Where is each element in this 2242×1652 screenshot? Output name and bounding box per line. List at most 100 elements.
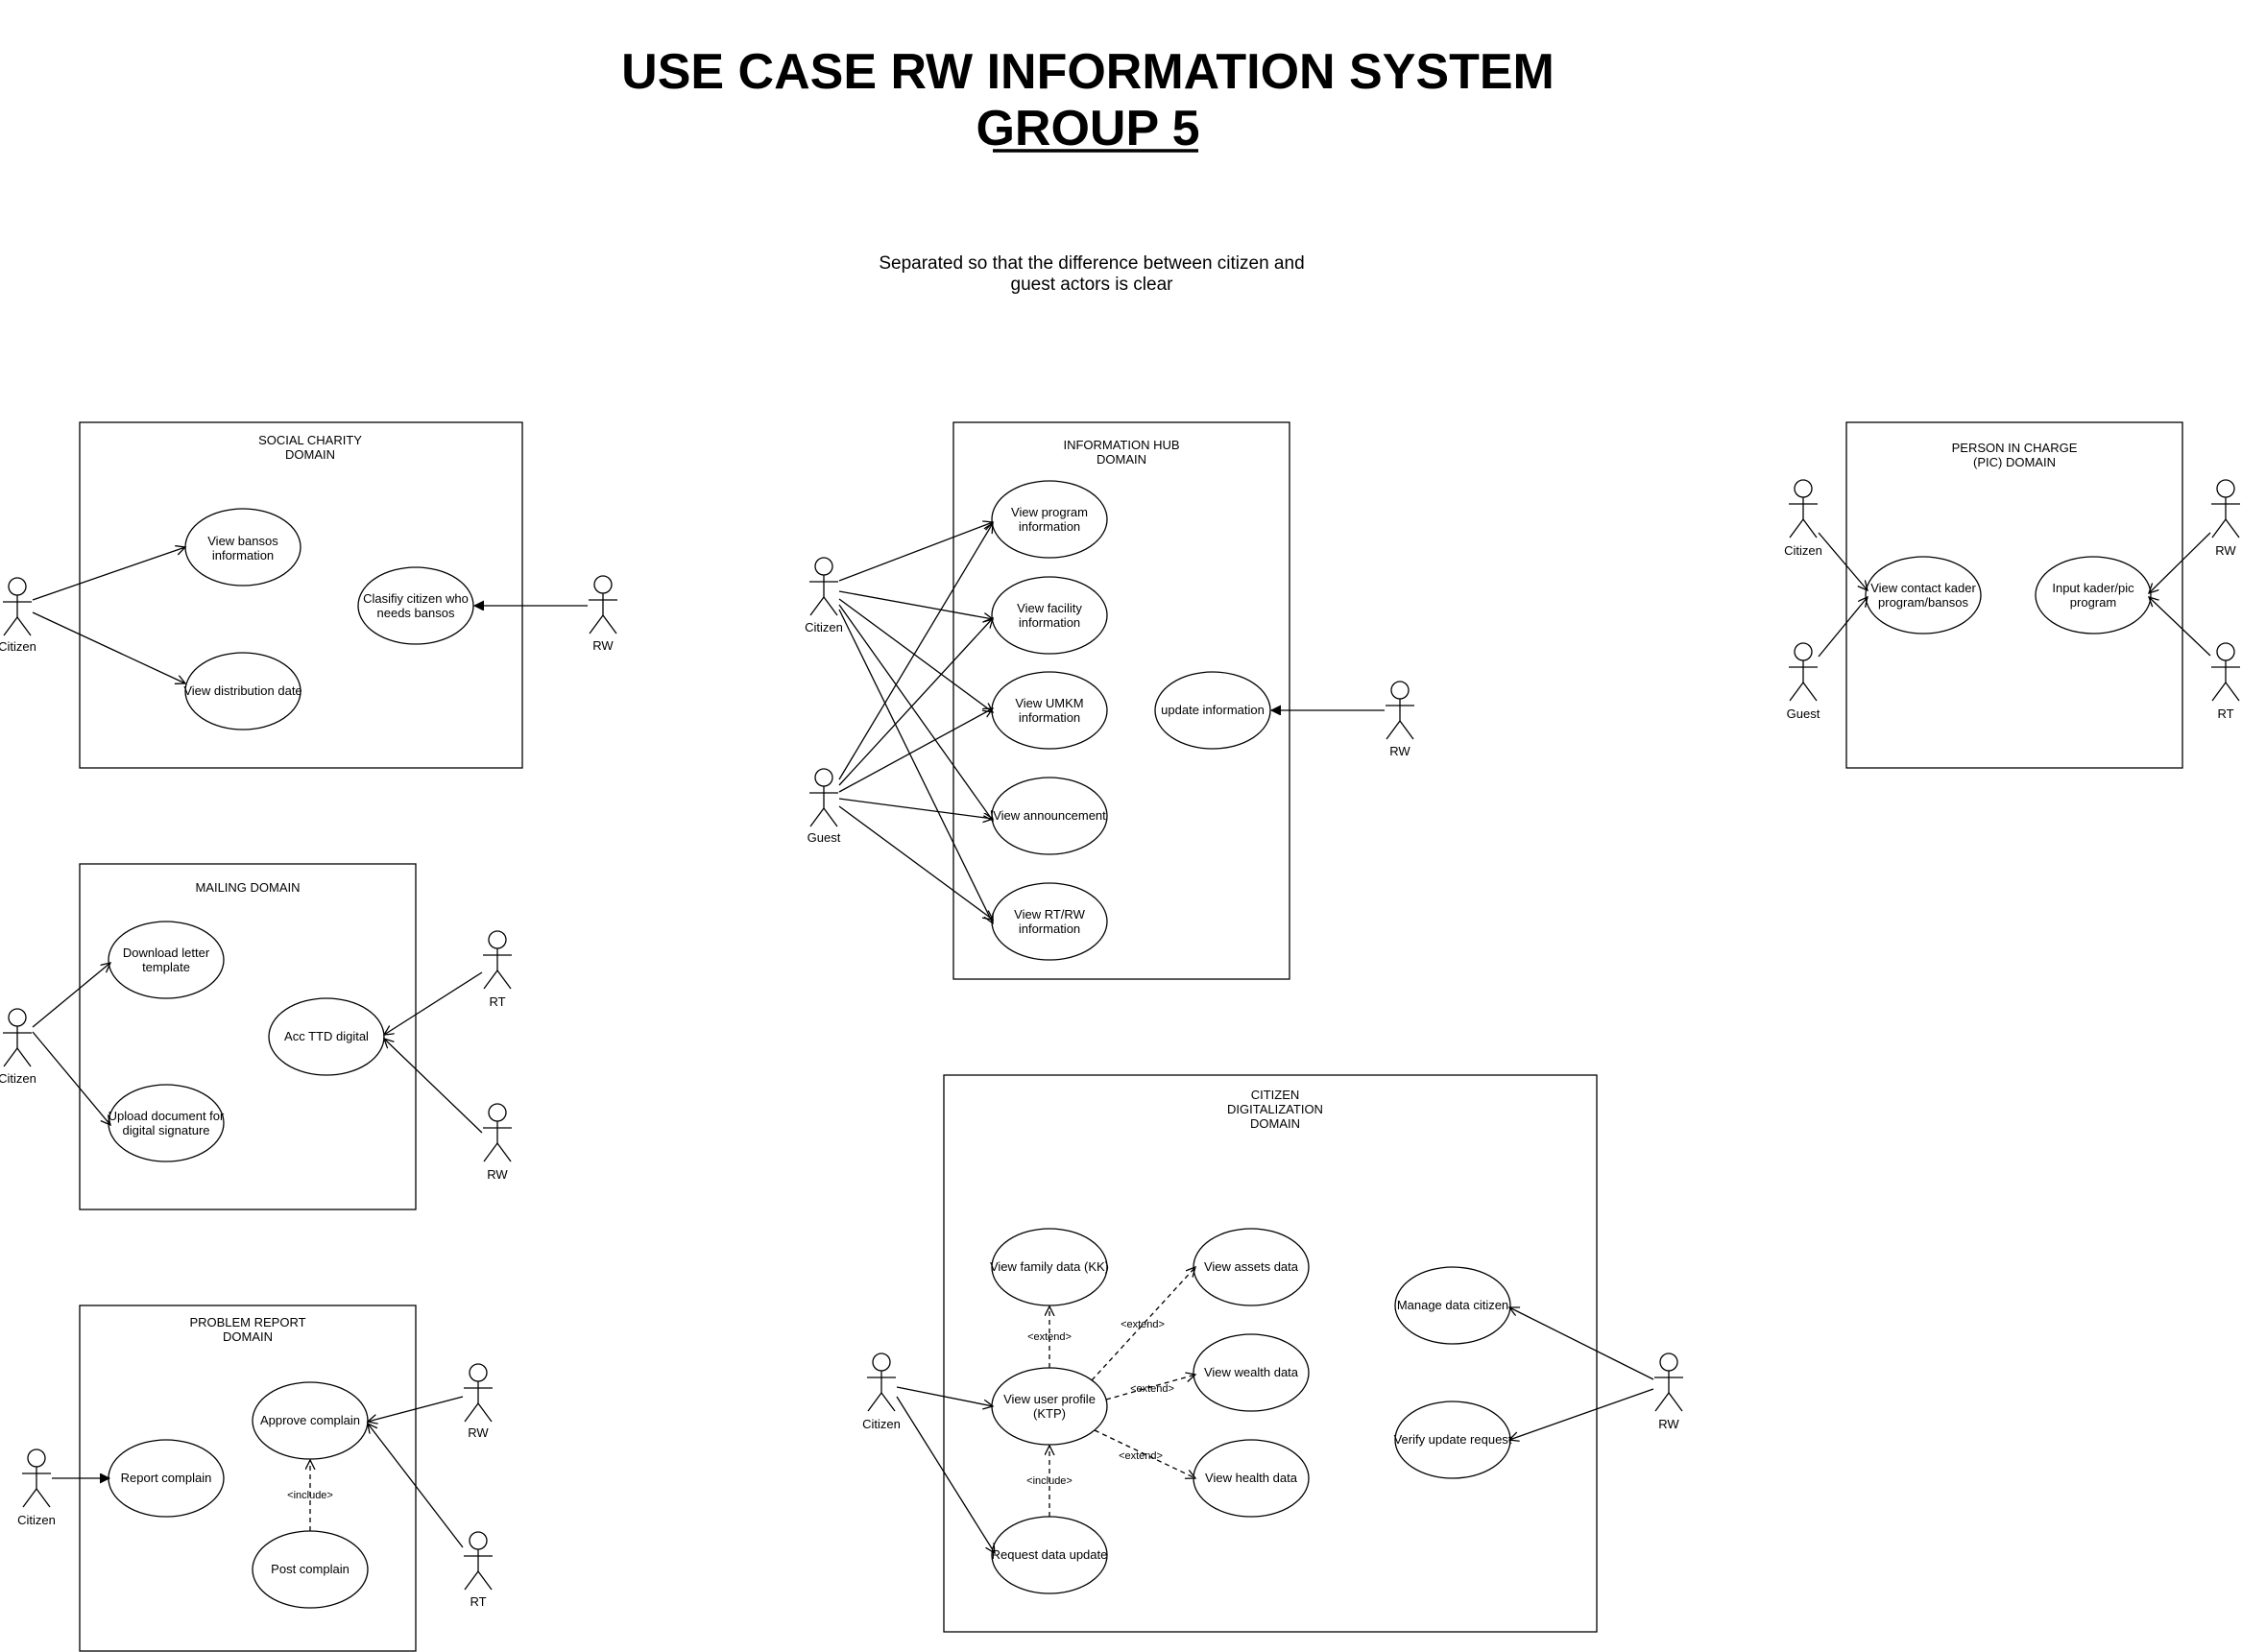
use-case-view-umkm-information[interactable]: View UMKM information [991, 671, 1108, 750]
domain-title: (PIC) DOMAIN [1973, 455, 2056, 469]
svg-text:View facility: View facility [1017, 601, 1082, 615]
association-edge [838, 618, 993, 786]
domain-title: DIGITALIZATION [1227, 1102, 1323, 1116]
svg-text:Guest: Guest [808, 830, 841, 845]
association-edge [32, 547, 185, 601]
association-edge [1818, 532, 1868, 590]
use-case-report-complain[interactable]: Report complain [108, 1439, 225, 1518]
actor-citizen: Citizen [862, 1353, 901, 1431]
svg-text:program: program [2070, 595, 2116, 610]
extend-label: <extend> [1027, 1331, 1072, 1343]
svg-text:View wealth data: View wealth data [1204, 1365, 1299, 1379]
svg-text:template: template [142, 960, 190, 974]
svg-text:RW: RW [592, 638, 614, 653]
actor-rt: RT [2211, 642, 2240, 721]
domain-title: PERSON IN CHARGE [1952, 441, 2078, 455]
svg-text:RW: RW [1658, 1417, 1679, 1431]
association-edge [838, 604, 993, 821]
svg-text:RT: RT [470, 1594, 486, 1609]
use-case-view-health-data[interactable]: View health data [1193, 1439, 1310, 1518]
svg-text:View RT/RW: View RT/RW [1014, 907, 1085, 922]
svg-text:RT: RT [489, 994, 505, 1009]
use-case-upload-document[interactable]: Upload document for digital signature [108, 1084, 225, 1162]
domain-title: MAILING DOMAIN [195, 880, 300, 895]
actor-rw: RW [2211, 479, 2240, 558]
association-edge [838, 798, 993, 819]
domain-title: DOMAIN [1250, 1116, 1300, 1131]
association-edge [838, 598, 993, 712]
use-case-approve-complain[interactable]: Approve complain [252, 1381, 369, 1460]
use-case-verify-update-request[interactable]: Verify update request [1394, 1401, 1512, 1479]
use-case-view-wealth-data[interactable]: View wealth data [1193, 1333, 1310, 1412]
extend-label: <extend> [1121, 1319, 1165, 1330]
svg-text:program/bansos: program/bansos [1878, 595, 1968, 610]
use-case-view-program-information[interactable]: View program information [991, 480, 1108, 559]
actor-rw: RW [483, 1103, 512, 1182]
use-case-acc-ttd-digital[interactable]: Acc TTD digital [268, 997, 385, 1076]
use-case-view-facility-information[interactable]: View facility information [991, 576, 1108, 655]
use-case-classify-citizen[interactable]: Clasifiy citizen who needs bansos [357, 566, 474, 645]
page-title: USE CASE RW INFORMATION SYSTEM [621, 44, 1555, 100]
svg-text:View program: View program [1011, 505, 1088, 519]
svg-text:information: information [1019, 710, 1080, 725]
note-line-2: guest actors is clear [1011, 275, 1174, 295]
svg-text:Manage data citizen: Manage data citizen [1397, 1298, 1508, 1312]
actor-rw: RW [1386, 681, 1414, 758]
association-edge [2149, 597, 2211, 657]
actor-guest: Guest [808, 768, 841, 845]
use-case-download-letter-template[interactable]: Download letter template [108, 921, 225, 999]
use-case-view-family-data[interactable]: View family data (KK) [990, 1228, 1109, 1306]
svg-text:RW: RW [468, 1425, 489, 1440]
association-edge [838, 590, 993, 619]
use-case-view-announcement[interactable]: View announcement [991, 777, 1108, 855]
pic-domain: PERSON IN CHARGE (PIC) DOMAIN View conta… [1784, 421, 2240, 769]
use-case-view-rtrw-information[interactable]: View RT/RW information [991, 882, 1108, 961]
svg-text:Guest: Guest [1787, 706, 1820, 721]
svg-text:Verify update request: Verify update request [1394, 1432, 1512, 1447]
use-case-view-assets-data[interactable]: View assets data [1193, 1228, 1310, 1306]
svg-text:information: information [212, 548, 274, 563]
use-case-view-distribution-date[interactable]: View distribution date [183, 652, 302, 730]
use-case-input-kader-pic[interactable]: Input kader/pic program [2035, 556, 2152, 634]
svg-text:View contact kader: View contact kader [1870, 581, 1976, 595]
actor-citizen: Citizen [1784, 479, 1822, 558]
actor-citizen: Citizen [805, 557, 843, 634]
svg-text:RW: RW [487, 1167, 508, 1182]
use-case-view-bansos-information[interactable]: View bansos information [184, 508, 301, 587]
svg-text:needs bansos: needs bansos [377, 606, 455, 620]
domain-title: CITIZEN [1251, 1088, 1300, 1102]
use-case-post-complain[interactable]: Post complain [252, 1530, 369, 1609]
actor-guest: Guest [1787, 642, 1820, 721]
association-edge [838, 609, 993, 923]
association-edge [1818, 597, 1868, 658]
svg-text:Post complain: Post complain [271, 1562, 350, 1576]
svg-text:Citizen: Citizen [17, 1513, 56, 1527]
svg-text:Acc TTD digital: Acc TTD digital [284, 1029, 369, 1043]
association-edge [896, 1396, 995, 1553]
svg-text:View UMKM: View UMKM [1015, 696, 1083, 710]
social-charity-domain: SOCIAL CHARITY DOMAIN View bansos inform… [0, 421, 617, 769]
use-case-request-data-update[interactable]: Request data update [991, 1516, 1108, 1594]
svg-text:(KTP): (KTP) [1033, 1406, 1066, 1421]
association-edge [838, 805, 993, 920]
domain-title: DOMAIN [1097, 452, 1146, 467]
association-edge [384, 1039, 483, 1134]
association-edge [32, 611, 185, 683]
svg-text:View user profile: View user profile [1003, 1392, 1096, 1406]
association-edge [32, 1031, 110, 1125]
use-case-manage-data-citizen[interactable]: Manage data citizen [1394, 1266, 1511, 1345]
use-case-view-contact-kader[interactable]: View contact kader program/bansos [1865, 556, 1982, 634]
extend-label: <extend> [1130, 1383, 1174, 1395]
extend-edge [1094, 1429, 1195, 1478]
use-case-view-user-profile[interactable]: View user profile (KTP) [991, 1367, 1108, 1446]
domain-title: PROBLEM REPORT [189, 1315, 305, 1329]
association-edge [384, 971, 483, 1035]
use-case-update-information[interactable]: update information [1154, 671, 1271, 750]
svg-text:update information: update information [1161, 703, 1265, 717]
svg-text:RW: RW [1389, 744, 1410, 758]
svg-text:View distribution date: View distribution date [183, 683, 301, 698]
association-edge [32, 963, 110, 1028]
include-label: <include> [1026, 1475, 1073, 1487]
svg-text:Approve complain: Approve complain [260, 1413, 360, 1427]
svg-text:information: information [1019, 519, 1080, 534]
